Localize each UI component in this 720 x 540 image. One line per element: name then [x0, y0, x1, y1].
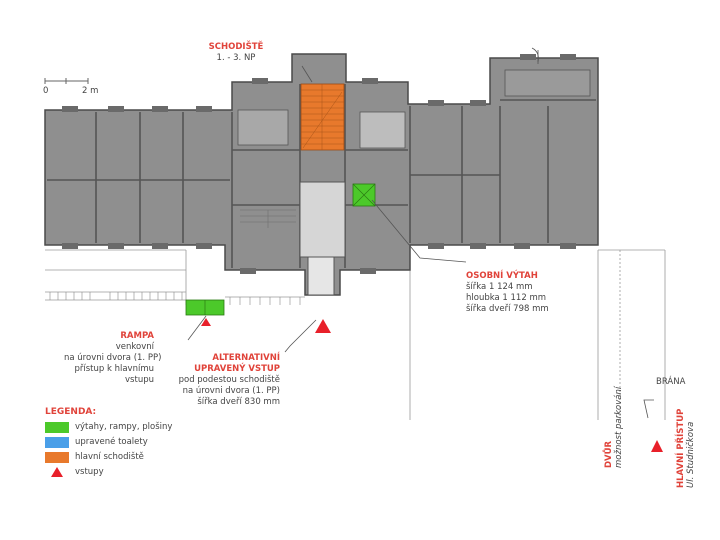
scale-bar [44, 78, 89, 84]
ramp-line-4: vstupu [125, 375, 154, 385]
legend-label: upravené toalety [75, 437, 148, 447]
triangle-icon [51, 467, 63, 477]
legend-swatch-green [45, 421, 69, 433]
main-entrance-marker [651, 440, 663, 452]
building [44, 53, 599, 296]
elevator-title: OSOBNÍ VÝTAH [466, 271, 538, 281]
yard-label: DVŮR možnost parkování [604, 387, 624, 468]
alt-entrance-line-3: šířka dveří 830 mm [197, 397, 280, 407]
alt-entrance-marker [315, 319, 331, 333]
legend-label: výtahy, rampy, plošiny [75, 422, 173, 432]
main-entrance-title: HLAVNÍ PŘÍSTUP [676, 408, 686, 488]
ramp-line-3: přístup k hlavnímu [74, 364, 154, 374]
ramp-line-1: venkovní [115, 342, 154, 352]
leader-lines [187, 65, 654, 419]
elevator-width: šířka 1 124 mm [466, 282, 533, 292]
elevator-door: šířka dveří 798 mm [466, 304, 549, 314]
ramp-entrance-marker [201, 318, 211, 326]
alt-entrance-line-1: pod podestou schodiště [178, 375, 280, 385]
alt-entrance-label: ALTERNATIVNÍ UPRAVENÝ VSTUP pod podestou… [170, 353, 280, 408]
elevator-depth: hloubka 1 112 mm [466, 293, 547, 303]
alt-entrance-title-1: ALTERNATIVNÍ [212, 353, 280, 363]
legend-item-entrances: vstupy [45, 466, 104, 478]
railing [49, 292, 301, 305]
scale-end-label: 2 m [82, 86, 99, 96]
legend-title: LEGENDA: [45, 407, 97, 417]
legend-swatch-blue [45, 436, 69, 448]
legend-label: hlavní schodiště [75, 452, 144, 462]
yard-title: DVŮR [604, 440, 614, 468]
alt-entrance-line-2: na úrovni dvora (1. PP) [182, 386, 280, 396]
main-entrance-label: HLAVNÍ PŘÍSTUP Ul. Studničkova [676, 409, 696, 488]
main-staircase [300, 83, 345, 151]
elevator-shaft [352, 183, 376, 207]
legend-item-stairs: hlavní schodiště [45, 451, 144, 463]
alt-entrance-title-2: UPRAVENÝ VSTUP [194, 364, 280, 374]
legend-item-toilets: upravené toalety [45, 436, 148, 448]
ramp-label: RAMPA venkovní na úrovni dvora (1. PP) p… [64, 331, 162, 386]
yard-subtitle: možnost parkování [614, 386, 624, 468]
stair-floors: 1. - 3. NP [216, 53, 256, 63]
arrow-icon [531, 47, 539, 64]
ramp [185, 299, 225, 316]
scale-start-label: 0 [43, 86, 49, 96]
elevator-label: OSOBNÍ VÝTAH šířka 1 124 mm hloubka 1 11… [466, 271, 549, 315]
legend-label: vstupy [75, 467, 104, 477]
stair-title: SCHODIŠTĚ [208, 42, 264, 52]
windows [62, 54, 576, 274]
legend-swatch-orange [45, 451, 69, 463]
main-entrance-subtitle: Ul. Studničkova [686, 421, 696, 488]
gate-label: BRÁNA [656, 377, 686, 387]
legend-item-lifts: výtahy, rampy, plošiny [45, 421, 172, 433]
stair-label: SCHODIŠTĚ 1. - 3. NP [196, 42, 276, 64]
ramp-title: RAMPA [120, 331, 154, 341]
ramp-line-2: na úrovni dvora (1. PP) [64, 353, 162, 363]
